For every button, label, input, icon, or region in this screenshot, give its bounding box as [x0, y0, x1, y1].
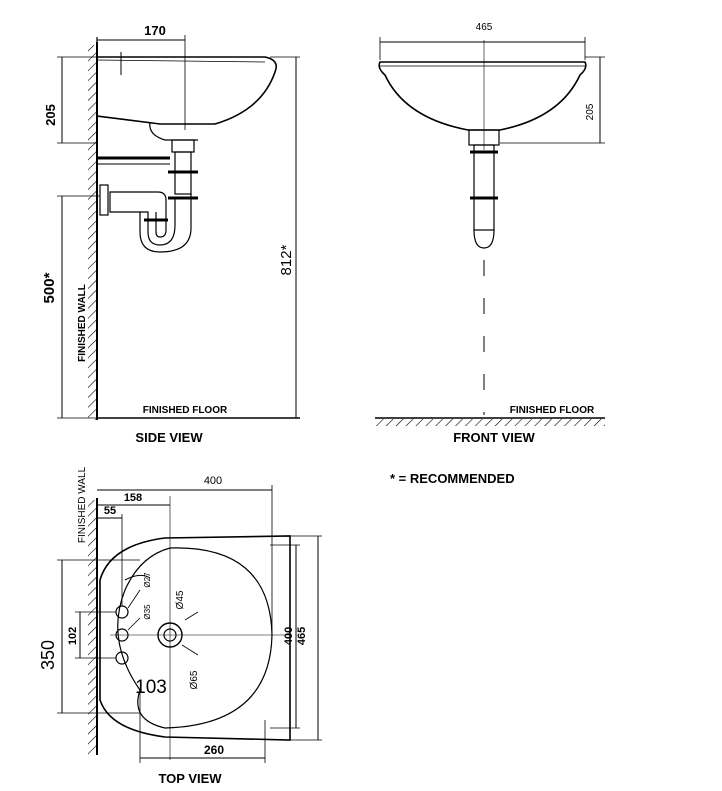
top-dim-27: Ø27 [143, 572, 152, 588]
top-dim-158: 158 [124, 492, 142, 504]
side-dim-drain-height: 500* [41, 272, 58, 303]
top-view-title: TOP VIEW [158, 771, 222, 786]
side-wall-label: FINISHED WALL [77, 284, 88, 362]
top-dim-102: 102 [67, 627, 79, 645]
front-basin-outline [378, 61, 587, 131]
side-floor-label: FINISHED FLOOR [143, 405, 228, 416]
side-view-title: SIDE VIEW [135, 430, 203, 445]
front-dim-width: 465 [476, 22, 493, 33]
side-dim-basin-height: 205 [43, 104, 58, 126]
side-wall-hatch [88, 45, 97, 420]
top-dim-260: 260 [204, 743, 224, 757]
top-dim-65: Ø65 [189, 670, 200, 689]
top-basin-bowl [117, 547, 273, 729]
top-wall-label: FINISHED WALL [77, 466, 88, 543]
top-view [57, 485, 322, 763]
recommended-note: * = RECOMMENDED [390, 471, 515, 486]
top-dim-overall-width: 465 [296, 627, 308, 645]
top-dim-103: 103 [135, 677, 167, 698]
top-dim-bowl-width: 400 [283, 627, 295, 645]
front-dim-height: 205 [585, 103, 596, 120]
top-dim-350: 350 [38, 640, 58, 670]
top-dim-55: 55 [104, 505, 116, 517]
top-dim-45: Ø45 [175, 590, 186, 609]
front-view-title: FRONT VIEW [453, 430, 535, 445]
top-basin-rim [99, 535, 291, 741]
front-view [375, 37, 605, 426]
front-floor-label: FINISHED FLOOR [510, 405, 595, 416]
top-wall-hatch [88, 500, 97, 755]
side-dim-width: 170 [144, 23, 166, 38]
top-dim-35: Ø35 [143, 604, 152, 620]
side-basin-outline [96, 56, 278, 125]
side-dim-overall-height: 812* [278, 244, 295, 275]
top-dim-overall-depth: 400 [204, 475, 222, 487]
side-view [57, 35, 300, 420]
